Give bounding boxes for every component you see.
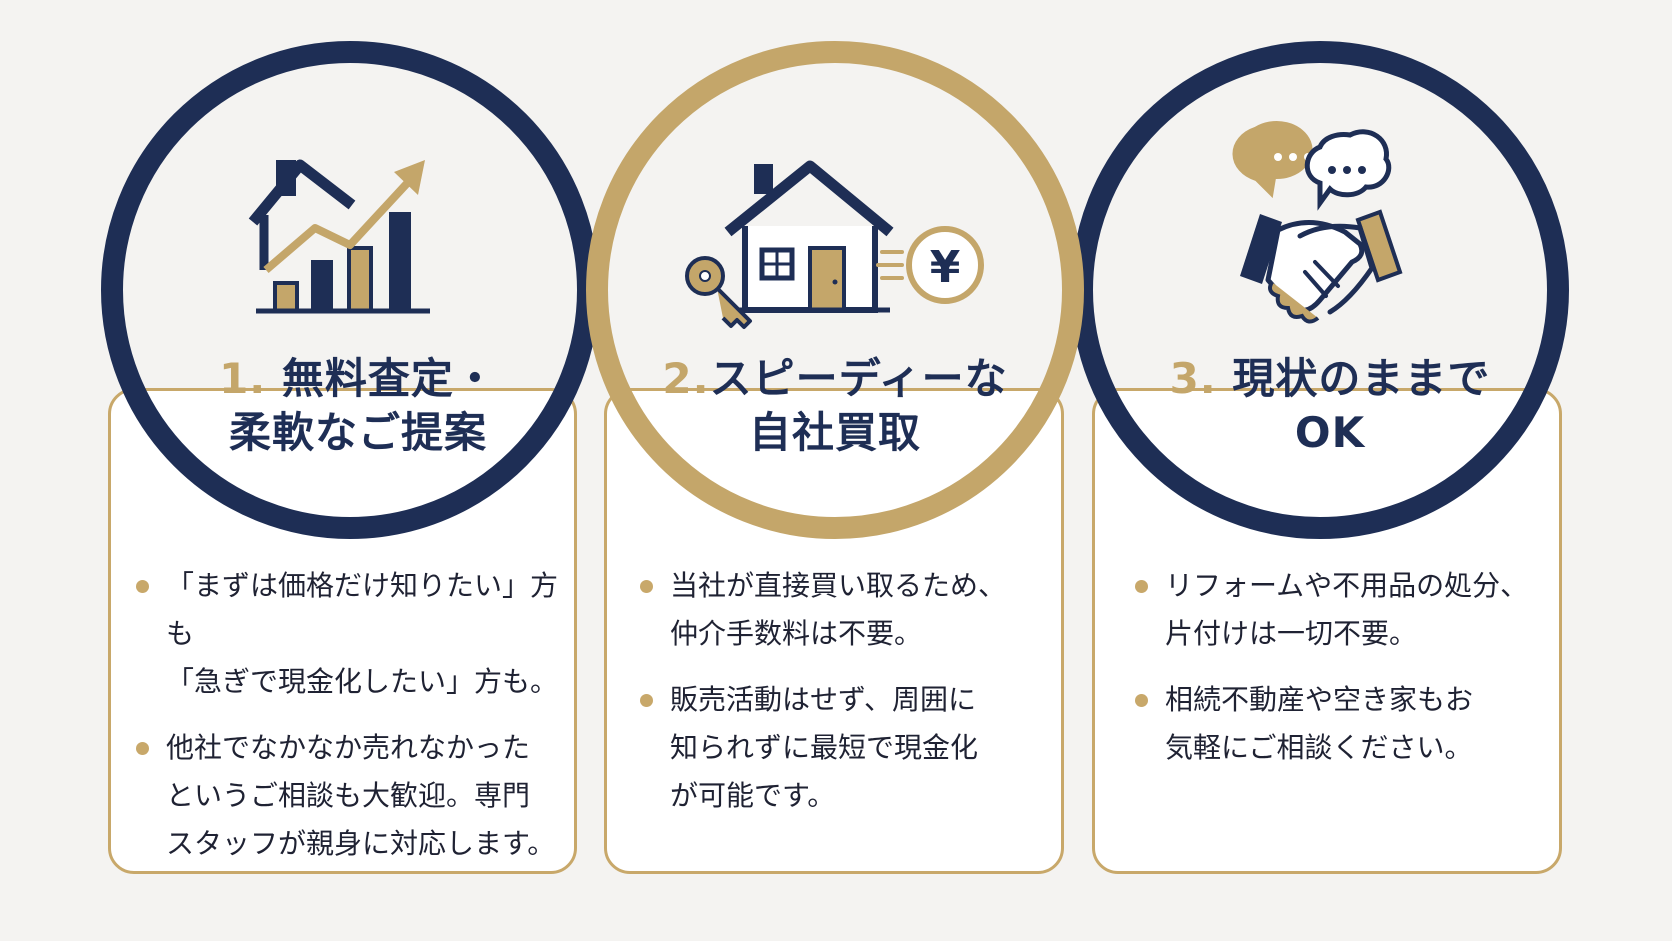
bullet-item: 当社が直接買い取るため、 仲介手数料は不要。	[640, 562, 1060, 658]
bullet-item: 他社でなかなか売れなかった というご相談も大歓迎。専門 スタッフが親身に対応しま…	[136, 724, 576, 868]
bullet-text: 販売活動はせず、周囲に 知られずに最短で現金化 が可能です。	[670, 683, 979, 812]
step-number-1: 1.	[219, 354, 267, 403]
step-number-2: 2.	[662, 354, 710, 403]
bullet-dot-icon	[136, 580, 149, 593]
bullet-dot-icon	[136, 742, 149, 755]
feature-1-bullets: 「まずは価格だけ知りたい」方も 「急ぎで現金化したい」方も。 他社でなかなか売れ…	[136, 562, 576, 886]
bullet-text: 「まずは価格だけ知りたい」方も 「急ぎで現金化したい」方も。	[166, 569, 559, 698]
bullet-dot-icon	[640, 694, 653, 707]
ring-2	[586, 41, 1084, 539]
bullet-text: リフォームや不用品の処分、 片付けは一切不要。	[1165, 569, 1529, 650]
title-1-line-2: 柔軟なご提案	[228, 408, 487, 457]
bullet-item: 相続不動産や空き家もお 気軽にご相談ください。	[1135, 676, 1555, 772]
bullet-dot-icon	[640, 580, 653, 593]
title-2-line-2: 自社買取	[748, 408, 921, 457]
feature-title-1: 1. 無料査定・ 柔軟なご提案	[168, 352, 548, 460]
bullet-text: 他社でなかなか売れなかった というご相談も大歓迎。専門 スタッフが親身に対応しま…	[166, 731, 556, 860]
handshake-chat-icon	[1232, 121, 1403, 324]
yen-symbol: ¥	[930, 242, 961, 293]
title-3-line-2: OK	[1294, 408, 1366, 457]
title-2-line-1: スピーディーな	[709, 354, 1008, 403]
house-growth-chart-icon	[248, 159, 430, 314]
bullet-item: 「まずは価格だけ知りたい」方も 「急ぎで現金化したい」方も。	[136, 562, 576, 706]
house-key-yen-icon: ¥	[685, 160, 984, 329]
bullet-item: リフォームや不用品の処分、 片付けは一切不要。	[1135, 562, 1555, 658]
bullet-text: 当社が直接買い取るため、 仲介手数料は不要。	[670, 569, 1007, 650]
bullet-dot-icon	[1135, 580, 1148, 593]
step-number-3: 3.	[1169, 354, 1217, 403]
title-1-line-1: 無料査定・	[281, 354, 497, 403]
bullet-dot-icon	[1135, 694, 1148, 707]
feature-2-bullets: 当社が直接買い取るため、 仲介手数料は不要。 販売活動はせず、周囲に 知られずに…	[640, 562, 1060, 838]
feature-3-bullets: リフォームや不用品の処分、 片付けは一切不要。 相続不動産や空き家もお 気軽にご…	[1135, 562, 1555, 790]
bullet-text: 相続不動産や空き家もお 気軽にご相談ください。	[1165, 683, 1474, 764]
title-3-line-1: 現状のままで	[1232, 354, 1491, 403]
feature-title-3: 3. 現状のままで OK	[1110, 352, 1550, 460]
feature-title-2: 2.スピーディーな 自社買取	[630, 352, 1040, 460]
bullet-item: 販売活動はせず、周囲に 知られずに最短で現金化 が可能です。	[640, 676, 1060, 820]
